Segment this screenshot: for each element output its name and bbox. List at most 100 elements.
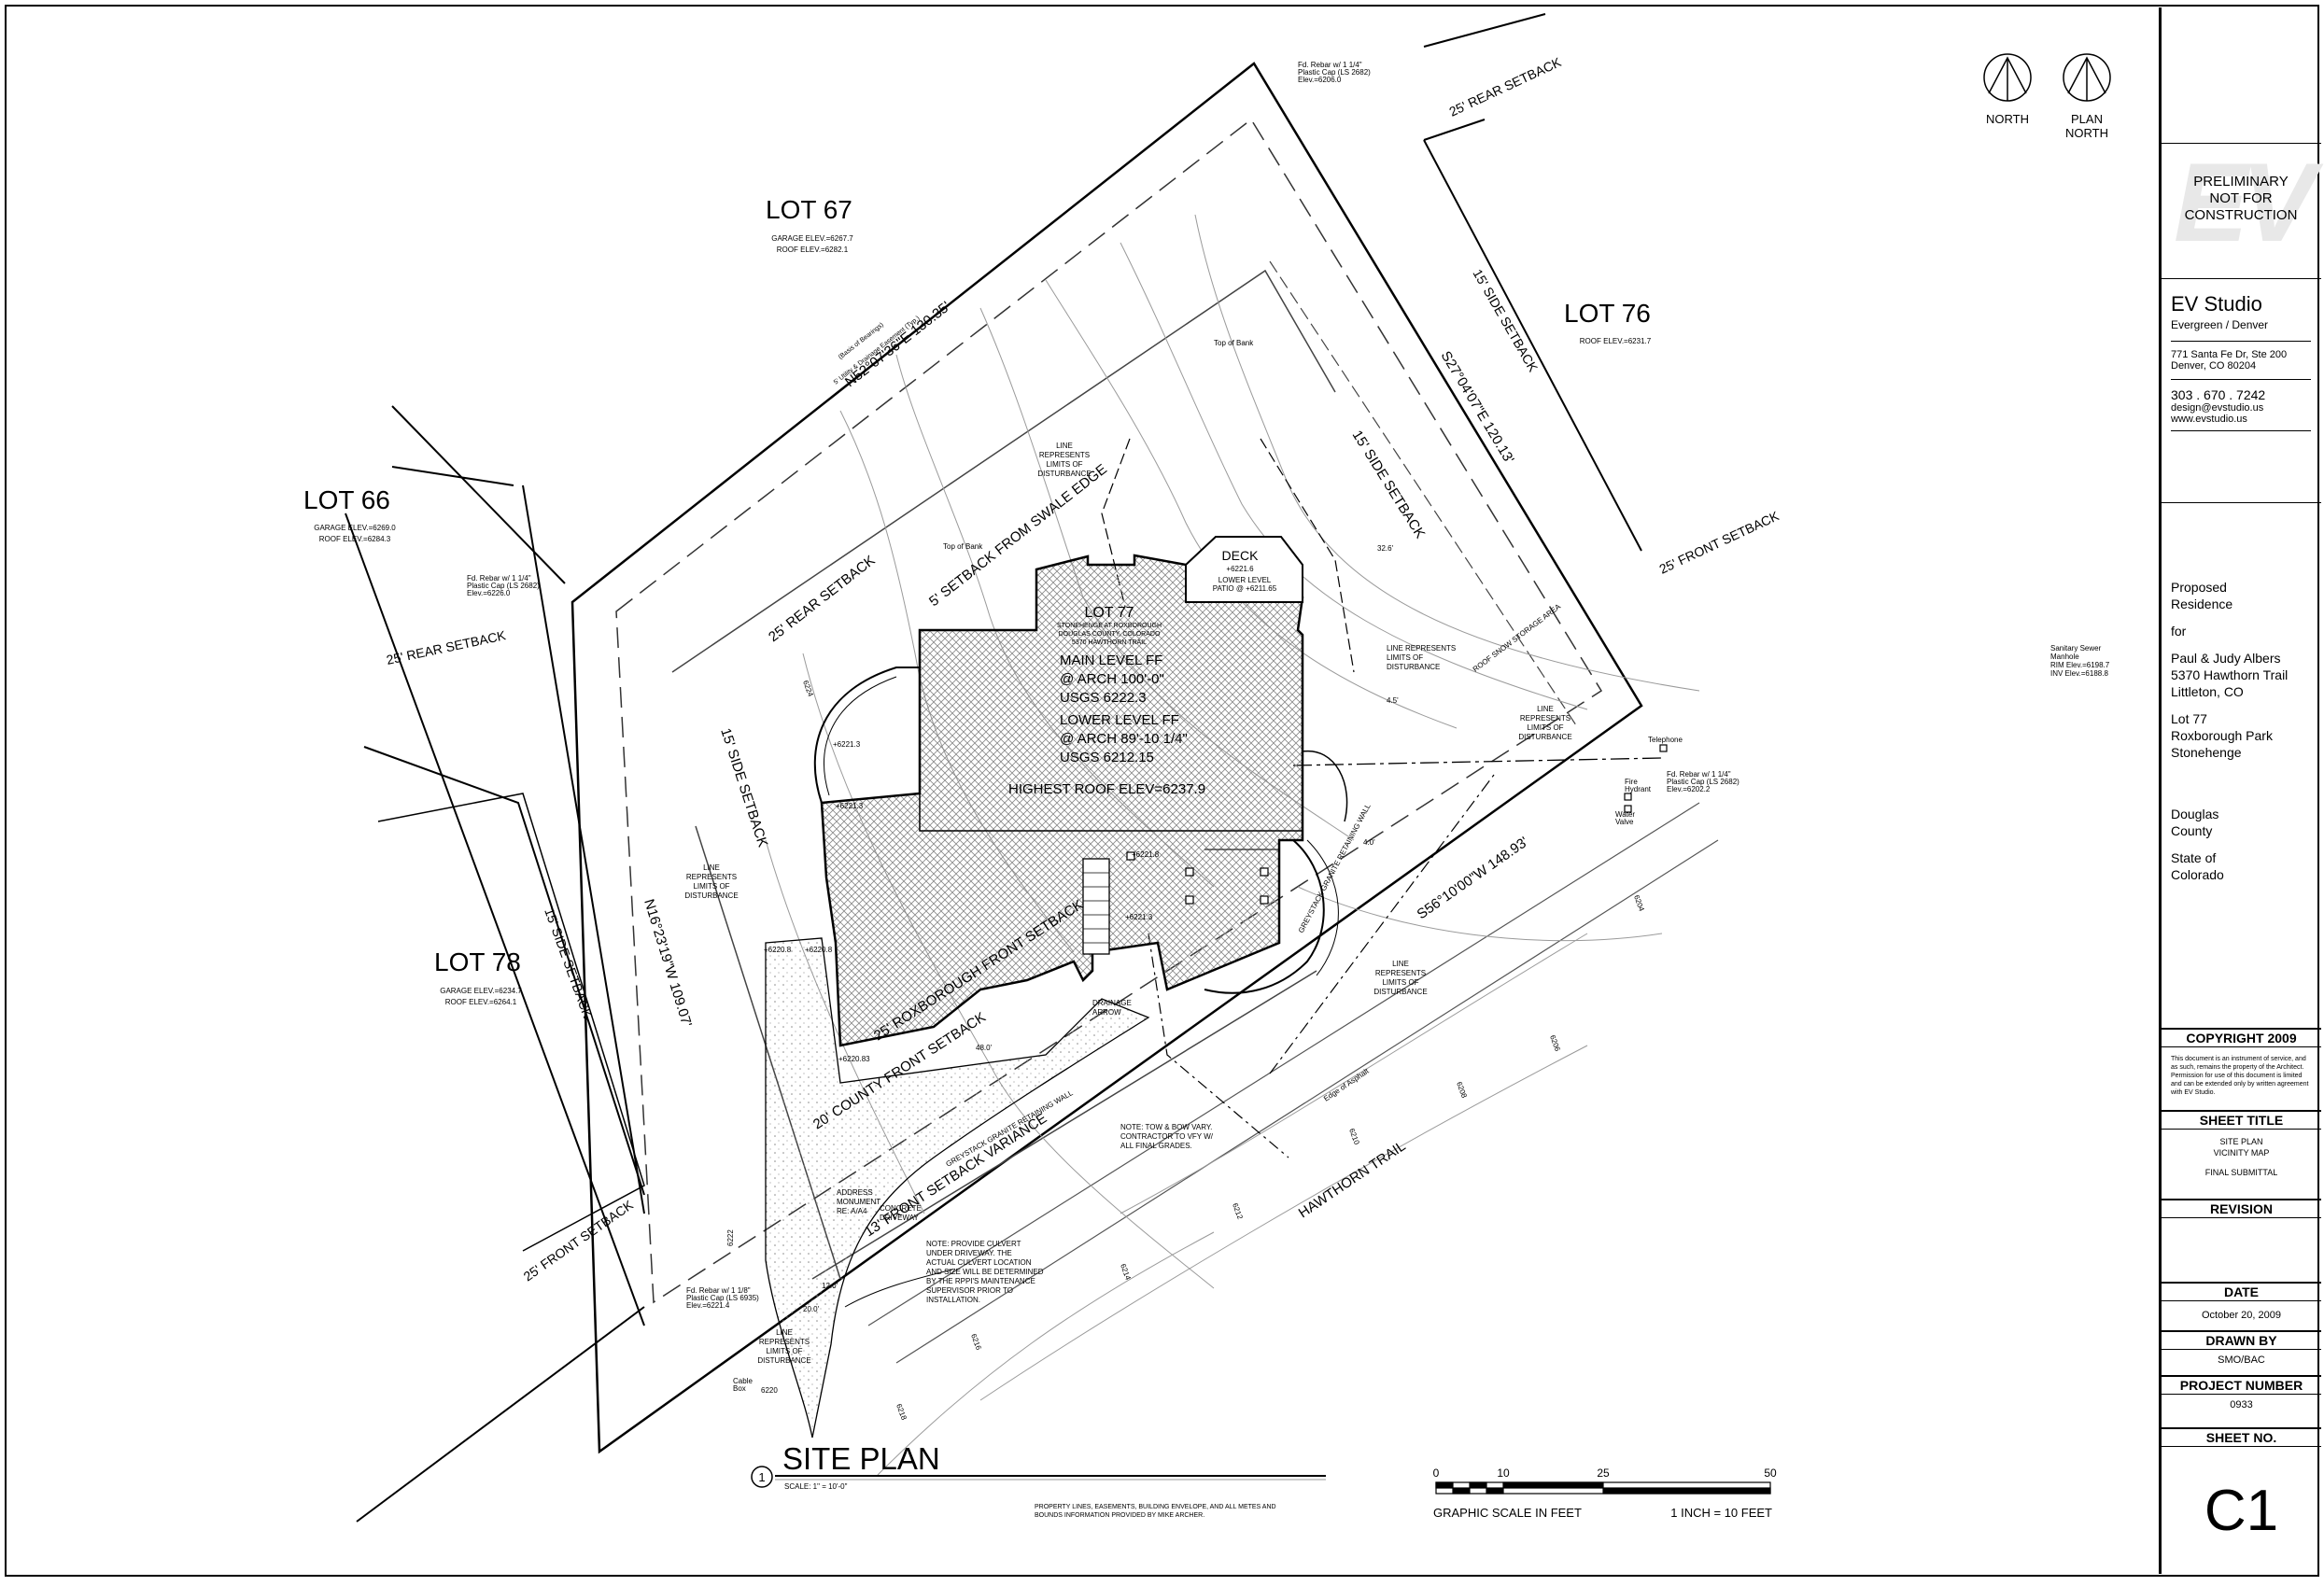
svg-text:ARROW: ARROW <box>1092 1008 1121 1017</box>
street-edges <box>867 802 1719 1364</box>
plan-north-label-2: NORTH <box>2065 126 2108 140</box>
svg-text:6224: 6224 <box>801 680 815 698</box>
svg-text:+6221.3: +6221.3 <box>836 802 864 810</box>
firm-name: EV Studio <box>2171 292 2262 316</box>
svg-text:0: 0 <box>1433 1467 1440 1480</box>
svg-text:48.0': 48.0' <box>976 1044 993 1052</box>
svg-text:5370 HAWTHORN TRAIL: 5370 HAWTHORN TRAIL <box>1072 639 1147 646</box>
prelim-box: EV PRELIMINARY NOT FOR CONSTRUCTION <box>2166 140 2316 274</box>
date-heading: DATE <box>2162 1282 2321 1301</box>
svg-text:Valve: Valve <box>1615 818 1634 826</box>
svg-text:CONCRETE: CONCRETE <box>880 1204 922 1213</box>
south-bearing: S56°10'00"W 148.93' <box>1415 834 1532 922</box>
svg-text:50: 50 <box>1764 1467 1777 1480</box>
svg-text:Fd. Rebar w/ 1 1/8": Fd. Rebar w/ 1 1/8" <box>686 1286 751 1295</box>
svg-text:GARAGE ELEV.=6269.0: GARAGE ELEV.=6269.0 <box>314 524 396 532</box>
svg-text:REPRESENTS: REPRESENTS <box>1039 451 1090 459</box>
svg-text:ROOF ELEV.=6264.1: ROOF ELEV.=6264.1 <box>445 998 517 1006</box>
project-name: Proposed <box>2171 580 2227 595</box>
svg-text:+6221.6: +6221.6 <box>1226 565 1254 573</box>
svg-text:REPRESENTS: REPRESENTS <box>686 873 737 881</box>
svg-text:Plastic Cap (LS 2682): Plastic Cap (LS 2682) <box>1667 778 1739 786</box>
svg-text:USGS 6222.3: USGS 6222.3 <box>1060 690 1147 706</box>
svg-text:GARAGE ELEV.=6267.7: GARAGE ELEV.=6267.7 <box>771 234 853 243</box>
svg-text:Top of Bank: Top of Bank <box>943 542 983 551</box>
svg-text:GREYSTACK GRANITE RETAINING WA: GREYSTACK GRANITE RETAINING WALL <box>1297 802 1373 934</box>
sheet-no-heading: SHEET NO. <box>2162 1427 2321 1447</box>
lot-66-label: LOT 66 <box>303 485 390 514</box>
svg-text:15' SIDE SETBACK: 15' SIDE SETBACK <box>542 906 596 1021</box>
svg-text:Fire: Fire <box>1625 778 1638 786</box>
svg-text:NOTE: PROVIDE CULVERT: NOTE: PROVIDE CULVERT <box>926 1240 1021 1248</box>
svg-text:MAIN LEVEL FF: MAIN LEVEL FF <box>1060 653 1162 668</box>
svg-text:LIMITS OF: LIMITS OF <box>1387 653 1423 662</box>
svg-text:Plastic Cap (LS 2682): Plastic Cap (LS 2682) <box>1298 68 1371 77</box>
svg-text:6220: 6220 <box>761 1386 778 1395</box>
svg-text:MONUMENT: MONUMENT <box>837 1198 880 1206</box>
svg-text:ROOF SNOW STORAGE AREA: ROOF SNOW STORAGE AREA <box>1472 602 1563 674</box>
graphic-scale <box>1435 1481 1771 1495</box>
plan-title: SITE PLAN <box>782 1441 940 1476</box>
svg-text:@ ARCH 89'-10 1/4": @ ARCH 89'-10 1/4" <box>1060 731 1188 747</box>
svg-text:4.0': 4.0' <box>1363 838 1375 847</box>
svg-text:6206: 6206 <box>1548 1034 1562 1053</box>
svg-text:INV Elev.=6188.8: INV Elev.=6188.8 <box>2050 669 2108 678</box>
drawn-by-value: SMO/BAC <box>2218 1354 2265 1366</box>
svg-text:LINE REPRESENTS: LINE REPRESENTS <box>1387 644 1456 653</box>
svg-text:LIMITS OF: LIMITS OF <box>1382 978 1418 987</box>
house-lot-label: LOT 77 <box>1084 605 1134 621</box>
setback-envelope <box>615 118 1603 1304</box>
svg-text:Plastic Cap (LS 6935): Plastic Cap (LS 6935) <box>686 1294 759 1302</box>
svg-text:Elev.=6206.0: Elev.=6206.0 <box>1298 76 1342 84</box>
svg-text:ADDRESS: ADDRESS <box>837 1188 873 1197</box>
svg-text:LIMITS OF: LIMITS OF <box>693 882 729 891</box>
svg-text:Fd. Rebar w/ 1 1/4": Fd. Rebar w/ 1 1/4" <box>1667 770 1731 779</box>
svg-text:INSTALLATION.: INSTALLATION. <box>926 1296 980 1304</box>
svg-text:BY THE RPPI'S MAINTENANCE: BY THE RPPI'S MAINTENANCE <box>926 1277 1035 1285</box>
svg-text:4.5': 4.5' <box>1387 696 1399 705</box>
svg-text:Plastic Cap (LS 2682): Plastic Cap (LS 2682) <box>467 582 540 590</box>
spot-elevations: +6221.3 +6221.3 +6221.8 +6221.3 +6220.8 … <box>726 680 1646 1422</box>
west-bearing: N16°23'19"W 109.07' <box>641 897 695 1029</box>
svg-text:NOTE: TOW & BOW VARY.: NOTE: TOW & BOW VARY. <box>1120 1123 1212 1131</box>
svg-text:Box: Box <box>733 1384 746 1393</box>
svg-text:RE: A/A4: RE: A/A4 <box>837 1207 867 1215</box>
north-arrow <box>1983 53 2111 102</box>
ev-watermark: EV <box>2173 140 2316 265</box>
svg-text:Telephone: Telephone <box>1648 736 1683 744</box>
svg-text:RIM Elev.=6198.7: RIM Elev.=6198.7 <box>2050 661 2110 669</box>
title-block: EV PRELIMINARY NOT FOR CONSTRUCTION EV S… <box>2159 7 2321 1574</box>
svg-text:6216: 6216 <box>969 1333 983 1352</box>
svg-text:ROOF ELEV.=6282.1: ROOF ELEV.=6282.1 <box>777 246 849 254</box>
swale-setback-line <box>671 269 1336 673</box>
north-label: NORTH <box>1986 112 2029 126</box>
svg-text:+6220.8: +6220.8 <box>764 946 792 954</box>
deck-label: DECK <box>1222 548 1260 563</box>
svg-text:DRIVEWAY: DRIVEWAY <box>880 1214 919 1222</box>
svg-text:Fd. Rebar w/ 1 1/4": Fd. Rebar w/ 1 1/4" <box>467 574 531 582</box>
svg-text:LOWER LEVEL: LOWER LEVEL <box>1218 576 1272 584</box>
client-name: Paul & Judy Albers <box>2171 651 2281 666</box>
svg-text:Elev.=6226.0: Elev.=6226.0 <box>467 589 511 597</box>
svg-text:DISTURBANCE: DISTURBANCE <box>1518 733 1571 741</box>
project-number-value: 0933 <box>2230 1399 2253 1411</box>
svg-text:15' SIDE SETBACK: 15' SIDE SETBACK <box>717 726 770 849</box>
svg-text:15' SIDE SETBACK: 15' SIDE SETBACK <box>1349 428 1429 541</box>
street-label: HAWTHORN TRAIL <box>1296 1138 1409 1221</box>
graphic-scale-label: GRAPHIC SCALE IN FEET <box>1433 1506 1582 1520</box>
svg-text:25' REAR SETBACK: 25' REAR SETBACK <box>1447 54 1564 119</box>
utility-line <box>1292 757 1663 766</box>
svg-text:ROOF ELEV.=6231.7: ROOF ELEV.=6231.7 <box>1580 337 1652 345</box>
highest-roof-label: HIGHEST ROOF ELEV=6237.9 <box>1008 781 1205 797</box>
lot-76-label: LOT 76 <box>1564 299 1651 328</box>
svg-text:ROOF ELEV.=6284.3: ROOF ELEV.=6284.3 <box>319 535 391 543</box>
sheet-number: C1 <box>2204 1479 2279 1543</box>
svg-text:25' FRONT SETBACK: 25' FRONT SETBACK <box>521 1197 637 1284</box>
dimensions: 4.5' 4.0' 12.0' 20.0' 48.0' 32.6' <box>803 544 1399 1313</box>
limits-of-disturbance-line <box>1269 774 1495 1074</box>
scale-ratio: 1 INCH = 10 FEET <box>1670 1506 1772 1520</box>
drawn-by-heading: DRAWN BY <box>2162 1330 2321 1350</box>
svg-text:Fd. Rebar w/ 1 1/4": Fd. Rebar w/ 1 1/4" <box>1298 61 1362 69</box>
svg-text:Hydrant: Hydrant <box>1625 785 1652 793</box>
